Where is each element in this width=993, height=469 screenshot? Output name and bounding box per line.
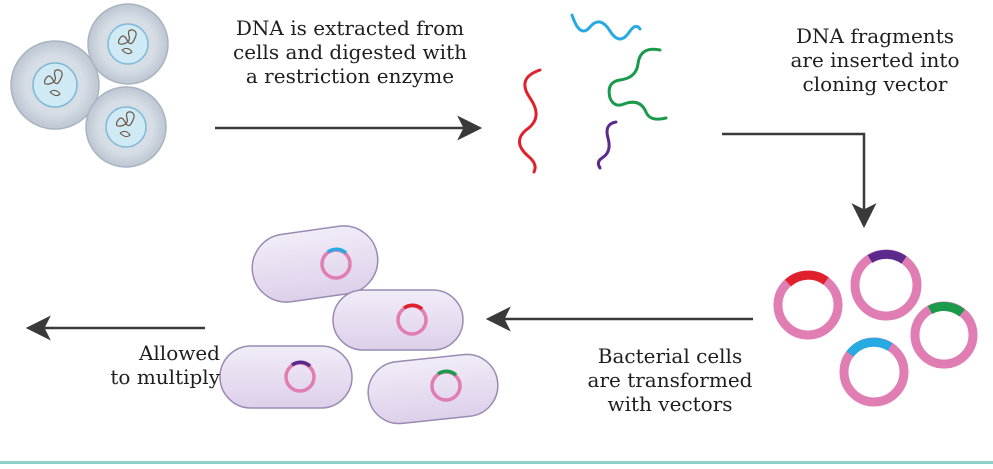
- step-insert-line: cloning vector: [802, 72, 948, 96]
- step-extract-label: DNA is extracted from cells and digested…: [210, 16, 490, 88]
- step-transform-line: are transformed: [587, 368, 753, 392]
- cell-icon: [10, 40, 100, 130]
- step-transform-line: Bacterial cells: [597, 344, 743, 368]
- cell-icon: [85, 86, 167, 168]
- step-extract-line: DNA is extracted from: [235, 16, 465, 40]
- step-multiply-line: to multiply: [110, 365, 220, 389]
- bottom-divider: [0, 461, 993, 464]
- bacterium-icon: [219, 345, 353, 409]
- step-extract-line: a restriction enzyme: [245, 64, 455, 88]
- step-multiply-line: Allowed: [138, 341, 220, 365]
- plasmid-icon: [850, 249, 922, 321]
- step-transform-line: with vectors: [607, 392, 733, 416]
- bacterium-icon: [367, 353, 499, 425]
- plasmid-icon: [839, 337, 909, 407]
- step-extract-line: cells and digested with: [233, 40, 467, 64]
- plasmid-icon: [773, 270, 843, 340]
- plasmid-icon: [910, 301, 978, 369]
- step-insert-line: DNA fragments: [795, 24, 954, 48]
- step-multiply-label: Allowed to multiply: [60, 341, 220, 389]
- step-transform-label: Bacterial cells are transformed with vec…: [560, 344, 780, 416]
- bacterium-icon: [332, 289, 464, 351]
- arrow-icon: [722, 132, 877, 229]
- bacterium-icon: [251, 225, 379, 303]
- cell-icon: [87, 3, 169, 85]
- dna-fragment-icon: [518, 13, 668, 174]
- step-insert-label: DNA fragments are inserted into cloning …: [770, 24, 980, 96]
- step-insert-line: are inserted into: [790, 48, 960, 72]
